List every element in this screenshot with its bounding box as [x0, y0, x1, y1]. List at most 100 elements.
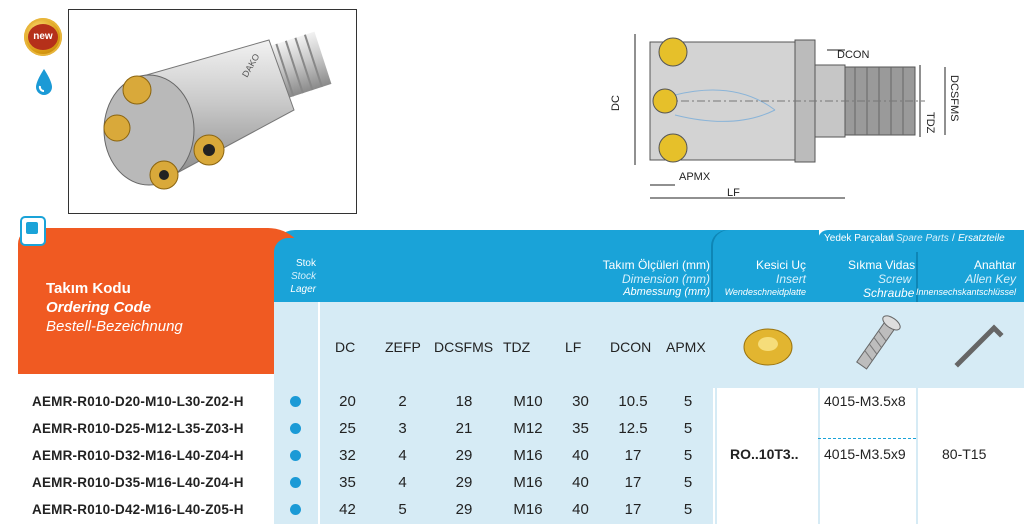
spare-parts-tr: Yedek Parçaları	[824, 233, 895, 244]
key-value: 80-T15	[942, 446, 987, 462]
cell-dc: 25	[339, 420, 356, 437]
dimension-de: Abmessung (mm)	[623, 286, 710, 298]
row-code: AEMR-R010-D20-M10-L30-Z02-H	[32, 394, 244, 409]
stock-bullet	[290, 504, 301, 515]
insert-en: Insert	[775, 272, 806, 286]
insert-image	[743, 328, 793, 366]
spare-parts-subheader	[818, 248, 1024, 302]
spare-parts-en: Spare Parts	[896, 233, 949, 244]
col-dcon: DCON	[610, 339, 652, 355]
allen-key-image	[954, 324, 1004, 368]
screw-de: Schraube	[863, 286, 915, 300]
ordering-table: Yedek Parçaları / Spare Parts / Ersatzte…	[18, 216, 1024, 524]
ordering-code-header: Takım Kodu Ordering Code Bestell-Bezeich…	[18, 228, 308, 374]
cell-apmx: 5	[683, 474, 693, 491]
cell-tdz: M12	[513, 420, 543, 437]
row-code: AEMR-R010-D35-M16-L40-Z04-H	[32, 475, 244, 490]
cell-apmx: 5	[683, 420, 693, 437]
ordering-code-tr: Takım Kodu	[46, 280, 131, 297]
table-body: AEMR-R010-D20-M10-L30-Z02-H 20 2 18 M10 …	[18, 388, 1024, 524]
cell-zefp: 2	[398, 393, 407, 410]
milling-cutter-image: DAKO	[103, 31, 332, 190]
row-code: AEMR-R010-D42-M16-L40-Z05-H	[32, 502, 244, 517]
cell-zefp: 4	[398, 447, 407, 464]
cell-zefp: 5	[398, 501, 407, 518]
dim-dc: DC	[610, 95, 622, 111]
new-badge: new	[24, 18, 62, 56]
document-icon	[20, 216, 46, 246]
screw-value-1: 4015-M3.5x8	[824, 393, 906, 409]
cell-dcsfms: 29	[455, 474, 473, 491]
cell-tdz: M10	[513, 393, 543, 410]
column-headers: DC ZEFP DCSFMS TDZ LF DCON APMX	[320, 302, 713, 388]
col-apmx: APMX	[666, 339, 706, 355]
insert-tr: Kesici Uç	[755, 258, 806, 272]
insert-de: Wendeschneidplatte	[724, 287, 806, 297]
col-zefp: ZEFP	[385, 339, 421, 355]
dim-dcon: DCON	[837, 49, 869, 61]
stock-bullet	[290, 477, 301, 488]
cell-dcon: 17	[624, 474, 642, 491]
cell-tdz: M16	[513, 447, 543, 464]
product-photo: DAKO	[68, 9, 357, 214]
stock-en: Stock	[290, 271, 316, 282]
cell-apmx: 5	[683, 393, 693, 410]
col-dcsfms: DCSFMS	[434, 339, 494, 355]
stock-bullet	[290, 450, 301, 461]
cell-zefp: 4	[398, 474, 407, 491]
screw-tr: Sıkma Vidası	[848, 258, 919, 272]
cell-dcsfms: 21	[455, 420, 473, 437]
cell-lf: 40	[572, 474, 589, 491]
screw-image	[856, 315, 901, 370]
cell-lf: 35	[572, 420, 589, 437]
cell-dc: 35	[339, 474, 356, 491]
cell-dcsfms: 29	[455, 501, 473, 518]
table-row: AEMR-R010-D35-M16-L40-Z04-H 35 4 29 M16 …	[18, 469, 1024, 496]
key-en: Allen Key	[965, 272, 1016, 286]
insert-header	[713, 230, 819, 302]
screw-en: Screw	[878, 272, 912, 286]
spare-parts-de: Ersatzteile	[958, 233, 1005, 244]
cell-apmx: 5	[683, 501, 693, 518]
coolant-drop-icon	[36, 69, 52, 95]
dim-tdz: TDZ	[924, 112, 936, 134]
stock-tr: Stok	[295, 258, 316, 269]
column-header-row	[274, 302, 713, 388]
cell-dcon: 17	[624, 501, 642, 518]
col-tdz: TDZ	[503, 339, 531, 355]
table-row: AEMR-R010-D20-M10-L30-Z02-H 20 2 18 M10 …	[18, 388, 1024, 415]
technical-drawing: DC TDZ DCSFMS DCON APMX LF	[610, 34, 960, 199]
spare-parts-header: Yedek Parçaları / Spare Parts / Ersatzte…	[818, 230, 1024, 248]
cell-dc: 20	[339, 393, 356, 410]
stock-header: Stok Stock Lager	[274, 238, 320, 302]
new-badge-label: new	[28, 24, 58, 50]
dimension-en: Dimension (mm)	[621, 272, 710, 286]
cell-lf: 30	[572, 393, 589, 410]
cell-dc: 32	[339, 447, 356, 464]
cell-tdz: M16	[513, 474, 543, 491]
cell-dcsfms: 18	[455, 393, 473, 410]
cell-dcon: 17	[624, 447, 642, 464]
cell-dcsfms: 29	[455, 447, 473, 464]
stock-bullet	[290, 396, 301, 407]
table-row: AEMR-R010-D25-M12-L35-Z03-H 25 3 21 M12 …	[18, 415, 1024, 442]
row-code: AEMR-R010-D25-M12-L35-Z03-H	[32, 421, 244, 436]
dim-apmx: APMX	[679, 171, 711, 183]
col-lf: LF	[565, 339, 582, 355]
stock-bullet	[290, 423, 301, 434]
key-de: Innensechskantschlüssel	[915, 287, 1016, 297]
col-dc: DC	[335, 339, 356, 355]
cell-lf: 40	[572, 447, 589, 464]
cell-dc: 42	[339, 501, 356, 518]
cell-apmx: 5	[683, 447, 693, 464]
screw-value-2: 4015-M3.5x9	[824, 446, 906, 462]
cell-dcon: 10.5	[618, 393, 648, 410]
dimension-tr: Takım Ölçüleri (mm)	[602, 258, 710, 272]
ordering-code-de: Bestell-Bezeichnung	[46, 318, 183, 335]
insert-value: RO..10T3..	[730, 446, 799, 462]
stock-de: Lager	[290, 284, 316, 295]
dim-lf: LF	[727, 187, 740, 199]
table-row: AEMR-R010-D32-M16-L40-Z04-H 32 4 29 M16 …	[18, 442, 1024, 469]
row-code: AEMR-R010-D32-M16-L40-Z04-H	[32, 448, 244, 463]
cell-tdz: M16	[513, 501, 543, 518]
